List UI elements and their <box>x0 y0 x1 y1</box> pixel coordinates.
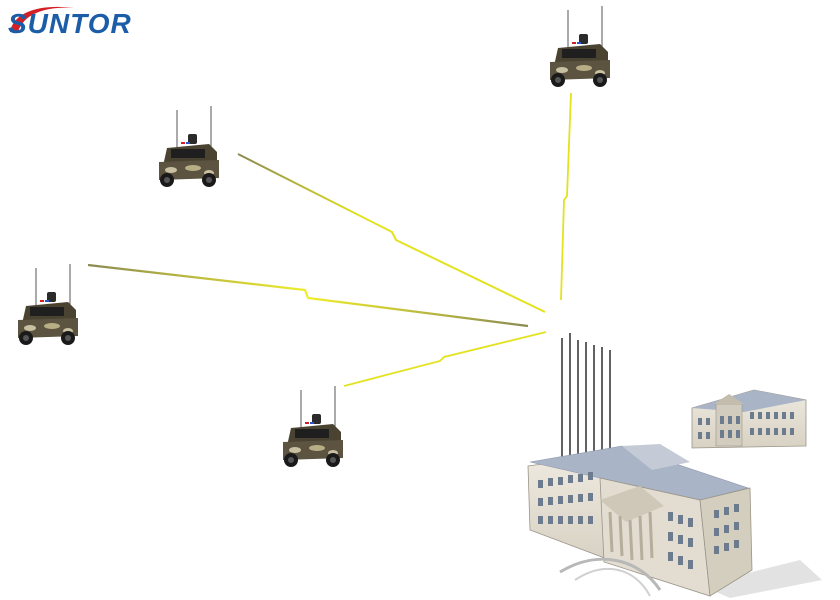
vehicle-upper-left-icon <box>158 105 220 188</box>
vehicle-top-right-icon <box>549 5 611 88</box>
link-left-to-hub <box>87 263 529 328</box>
antenna-array-icon <box>561 333 611 469</box>
link-top-right-to-hub <box>560 92 572 301</box>
vehicle-left-icon <box>17 263 79 346</box>
logo-wordmark: SUNTOR <box>8 8 132 39</box>
distant-building-icon <box>691 389 807 449</box>
suntor-logo: SUNTOR <box>4 2 164 46</box>
vehicle-center-icon <box>282 385 344 468</box>
logo-swoosh-icon <box>10 6 74 32</box>
radio-links <box>87 92 572 387</box>
link-center-to-hub <box>343 331 547 387</box>
command-center-building-icon <box>527 444 822 598</box>
link-upper-left-to-hub <box>237 153 546 313</box>
